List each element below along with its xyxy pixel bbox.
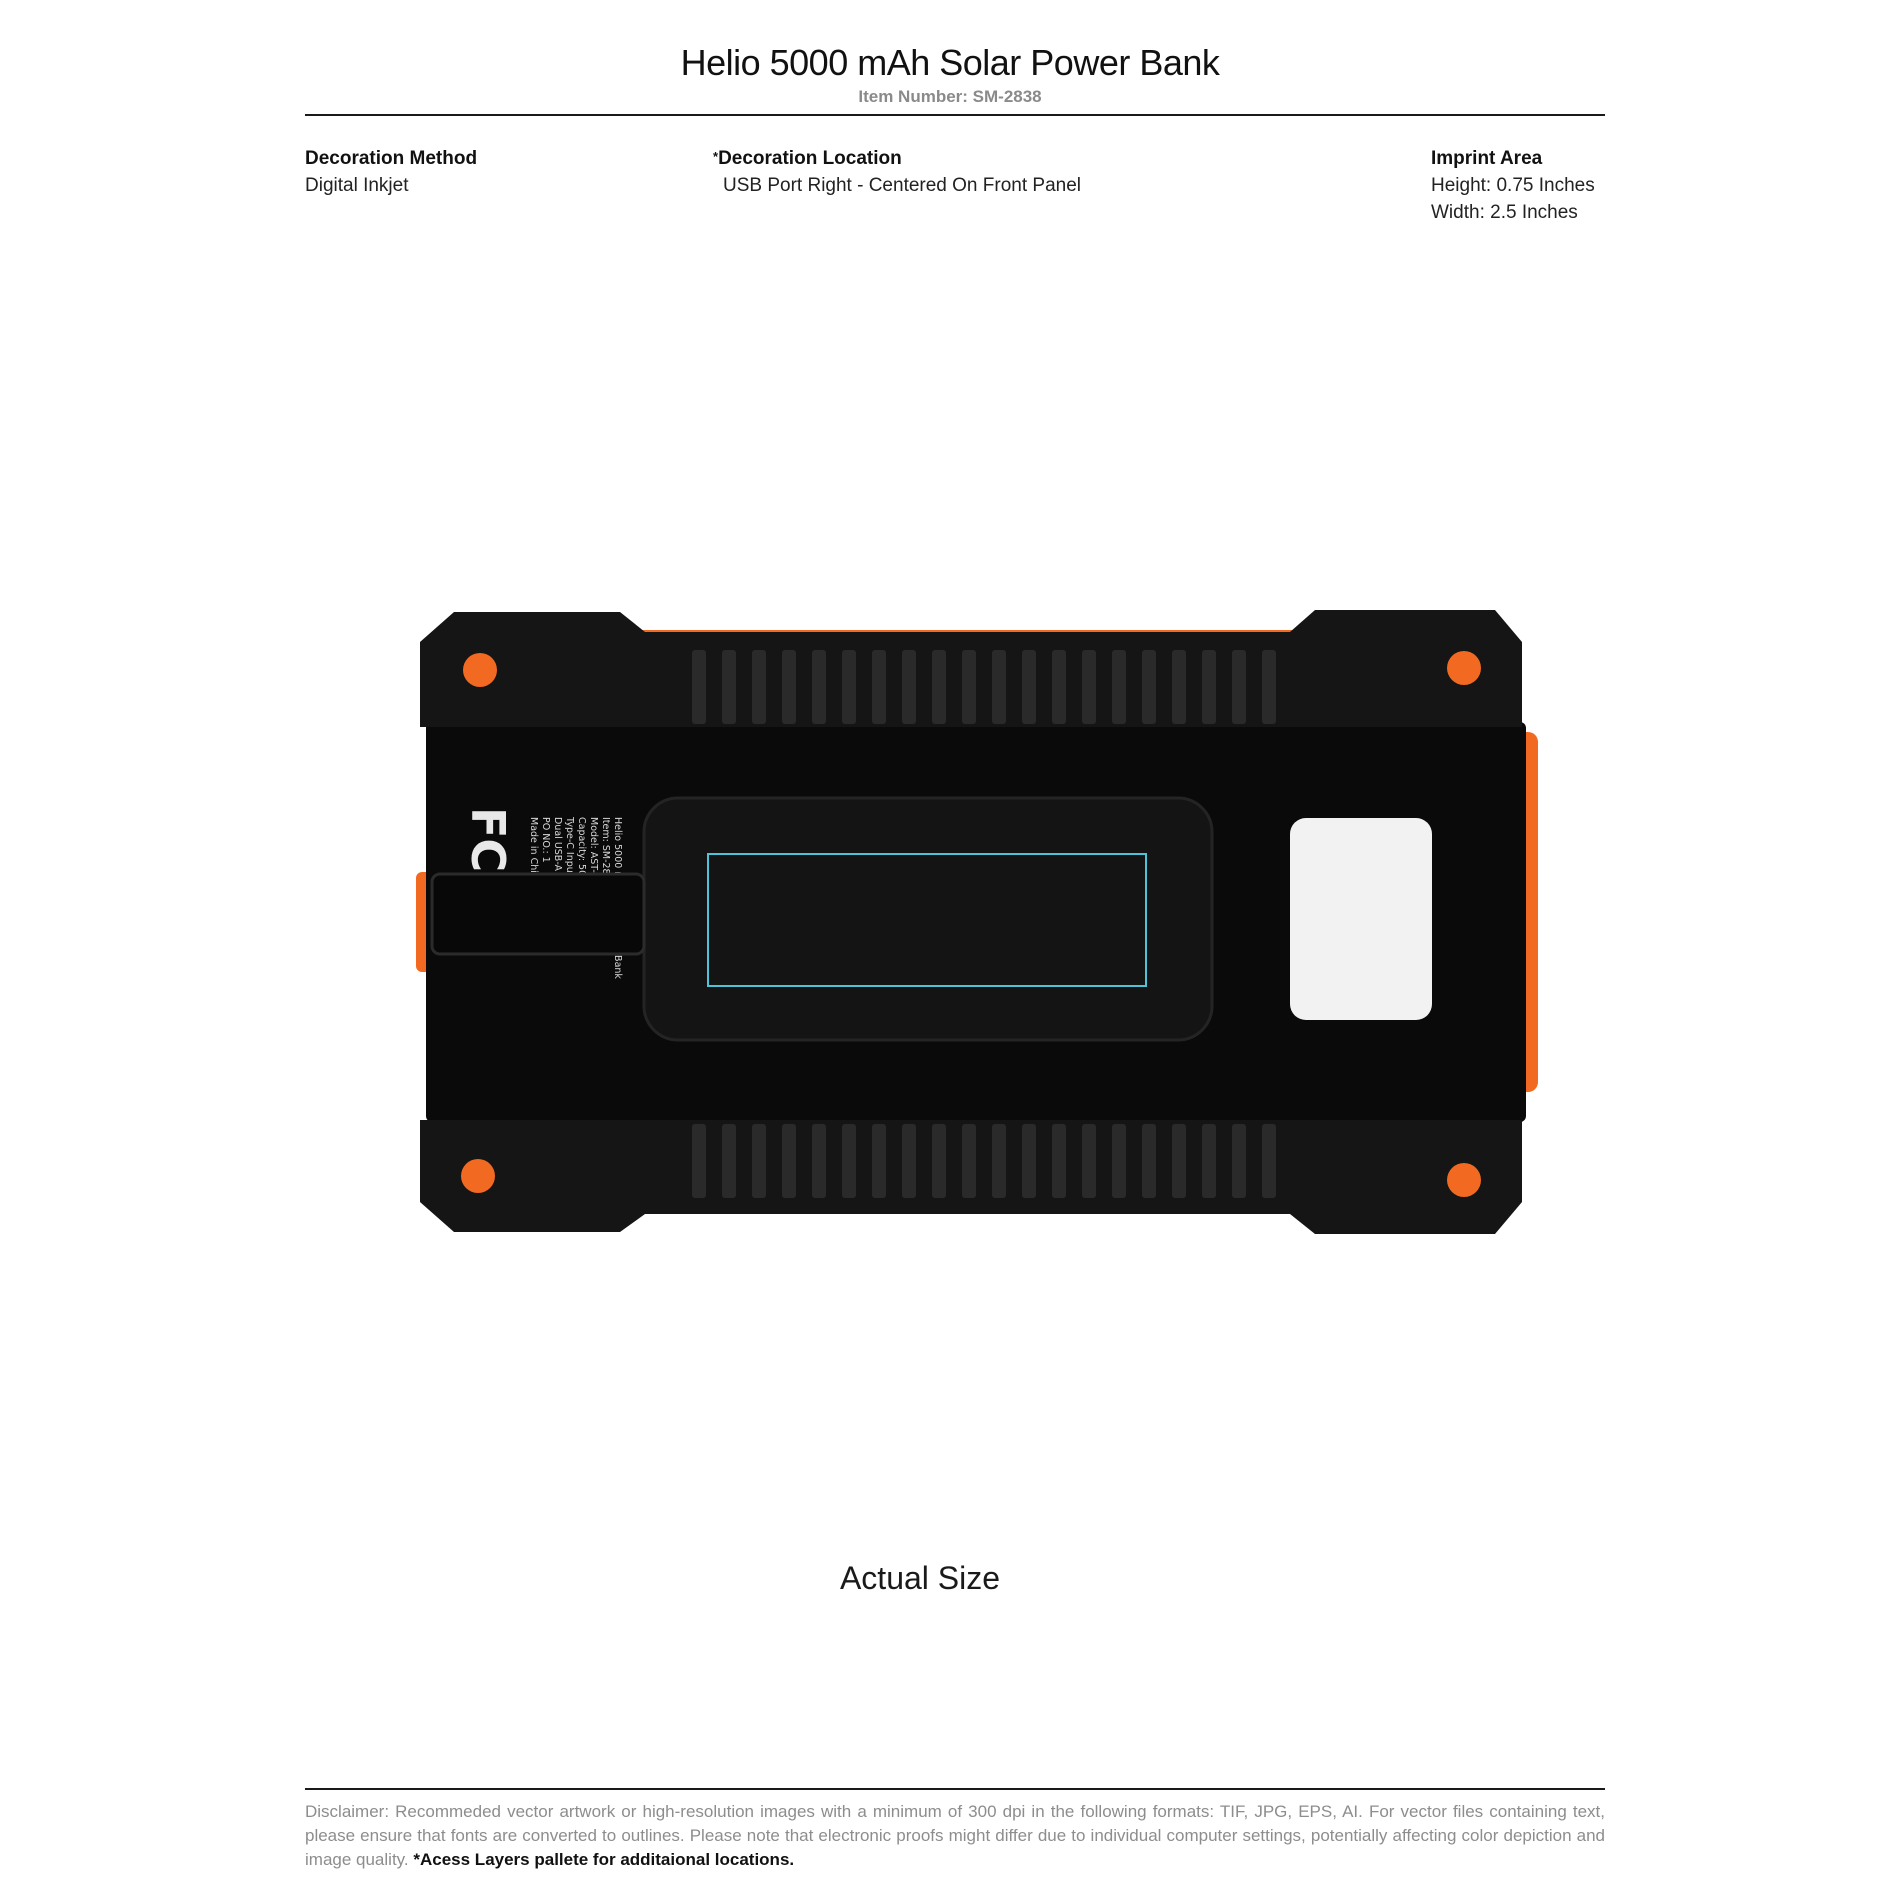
label-line: Made in China (528, 817, 539, 885)
item-number: Item Number: SM-2838 (858, 87, 1042, 106)
led-light-window (1290, 818, 1432, 1020)
label-line: Item: SM-2838 (600, 817, 611, 887)
label-line: PO NO.: 1 (540, 817, 551, 863)
decoration-location-label: Decoration Location (718, 148, 902, 169)
decoration-method-block: Decoration Method Digital Inkjet (305, 145, 477, 199)
decoration-location-label-row: *Decoration Location (713, 145, 1081, 172)
corner-dot-top-left (463, 653, 497, 687)
imprint-area-height: Height: 0.75 Inches (1431, 175, 1595, 196)
footer-divider (305, 1788, 1605, 1790)
fcc-mark: FC (461, 807, 515, 872)
decoration-method-label: Decoration Method (305, 148, 478, 169)
label-line: Model: AST- (588, 817, 599, 873)
imprint-area-label: Imprint Area (1431, 148, 1543, 169)
label-line: Dual USB-A Output (552, 817, 563, 907)
layers-note: *Acess Layers pallete for additaional lo… (413, 1850, 795, 1869)
solar-panel (642, 796, 1214, 1042)
bottom-grip-ribs (692, 1124, 1276, 1198)
disclaimer: Disclaimer: Recommeded vector artwork or… (305, 1800, 1605, 1872)
decoration-method-value: Digital Inkjet (305, 175, 409, 196)
imprint-area-width: Width: 2.5 Inches (1431, 202, 1578, 223)
label-line: Capacity: 5000mAh (576, 817, 587, 910)
label-line: Type-C Input (564, 816, 575, 877)
decoration-location-value: USB Port Right - Centered On Front Panel (723, 175, 1081, 196)
corner-dot-bottom-left (461, 1159, 495, 1193)
imprint-area-outline (707, 853, 1147, 987)
page-title: Helio 5000 mAh Solar Power Bank (680, 42, 1220, 83)
power-bank-image: FC Helio 5000 mAh Solar Power Bank Item:… (416, 610, 1538, 1234)
imprint-area-block: Imprint Area Height: 0.75 Inches Width: … (1431, 145, 1595, 226)
corner-dot-top-right (1447, 651, 1481, 685)
top-grip-ribs (692, 650, 1276, 724)
actual-size-caption: Actual Size (839, 1560, 1001, 1596)
port-cover-tab (430, 872, 646, 956)
decoration-location-asterisk: * (713, 149, 719, 164)
header-divider (305, 114, 1605, 116)
corner-dot-bottom-right (1447, 1163, 1481, 1197)
disclaimer-text: Disclaimer: Recommeded vector artwork or… (305, 1802, 1605, 1869)
decoration-location-block: *Decoration Location USB Port Right - Ce… (713, 145, 1081, 199)
